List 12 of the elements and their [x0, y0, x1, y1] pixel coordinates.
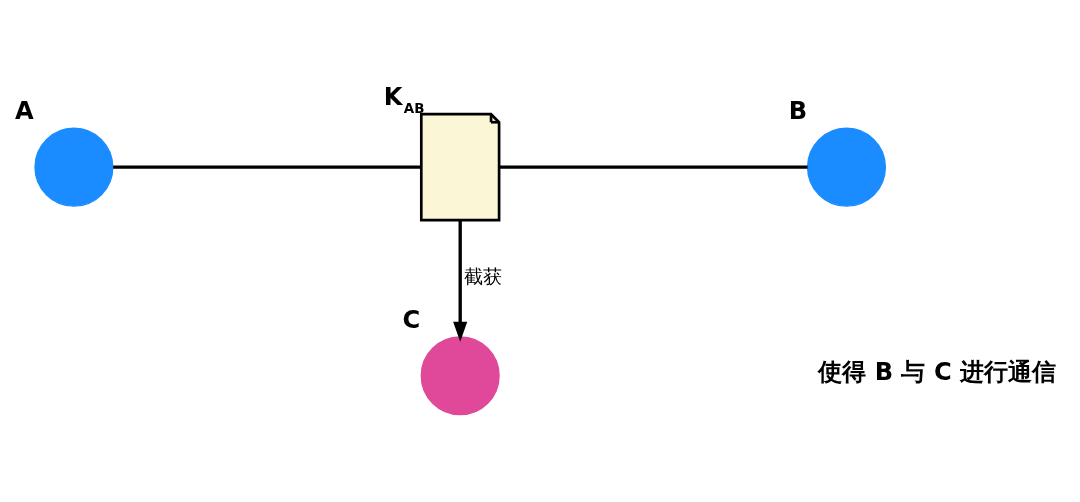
arrow [453, 220, 468, 342]
label: 使得 B 与 C 进行通信 [818, 358, 1057, 387]
node-label: C [402, 305, 421, 334]
node-label: K$_{AB}$ [383, 83, 425, 116]
connector [113, 165, 422, 169]
connector [499, 165, 808, 169]
node-circle [806, 127, 887, 207]
node-circle [420, 336, 500, 416]
node-label: B [788, 97, 808, 126]
node-label: A [14, 97, 34, 126]
edge-label: 截获 [464, 266, 502, 288]
node-circle [34, 127, 114, 207]
